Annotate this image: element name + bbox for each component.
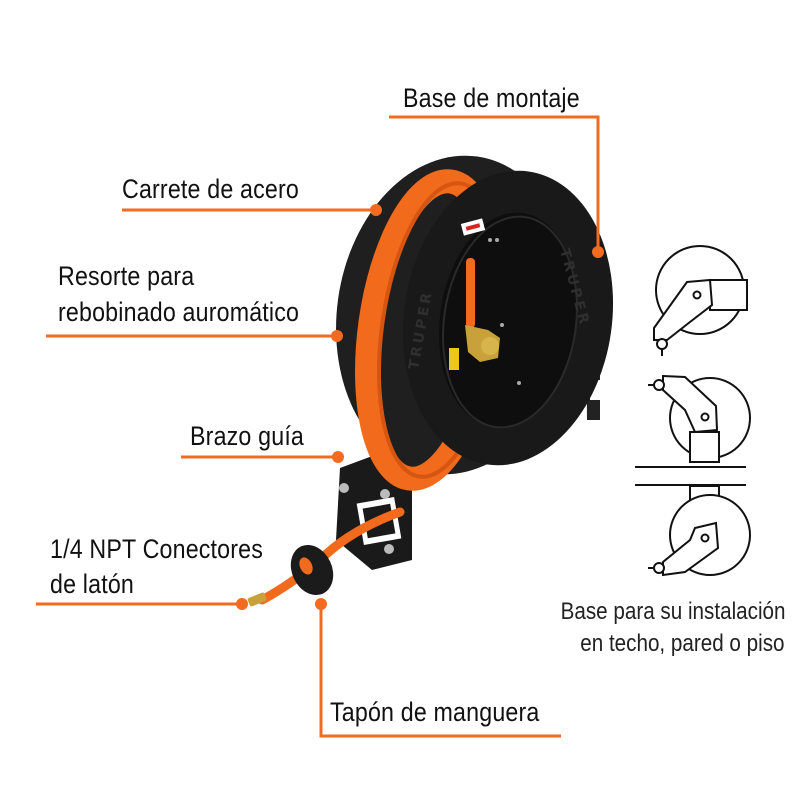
floor-mount-diagram	[635, 484, 751, 577]
ceiling-mount-diagram	[653, 245, 748, 356]
wall-mount-diagram	[635, 374, 751, 468]
callout-base-montaje: Base de montaje	[403, 83, 580, 113]
installation-caption-line1: Base para su instalación	[560, 598, 785, 625]
callout-resorte-line2: rebobinado auromático	[58, 297, 300, 327]
callout-lines	[36, 115, 600, 738]
leader-tapon	[319, 606, 561, 738]
installation-caption-line2: en techo, pared o piso	[580, 630, 785, 657]
callout-brazo-guia: Brazo guía	[190, 421, 305, 451]
hose-outlet	[247, 507, 405, 607]
installation-diagrams	[635, 245, 751, 577]
callout-conectores-line1: 1/4 NPT Conectores	[50, 534, 264, 564]
callout-resorte-line1: Resorte para	[58, 261, 195, 291]
leader-base-montaje	[389, 115, 600, 250]
callout-conectores-line2: de latón	[50, 569, 135, 599]
callout-dots	[236, 204, 604, 610]
callout-carrete-acero: Carrete de acero	[122, 174, 299, 204]
callout-tapon-manguera: Tapón de manguera	[330, 697, 540, 727]
reel-front-flange: TRUPER TRUPER	[402, 170, 614, 466]
